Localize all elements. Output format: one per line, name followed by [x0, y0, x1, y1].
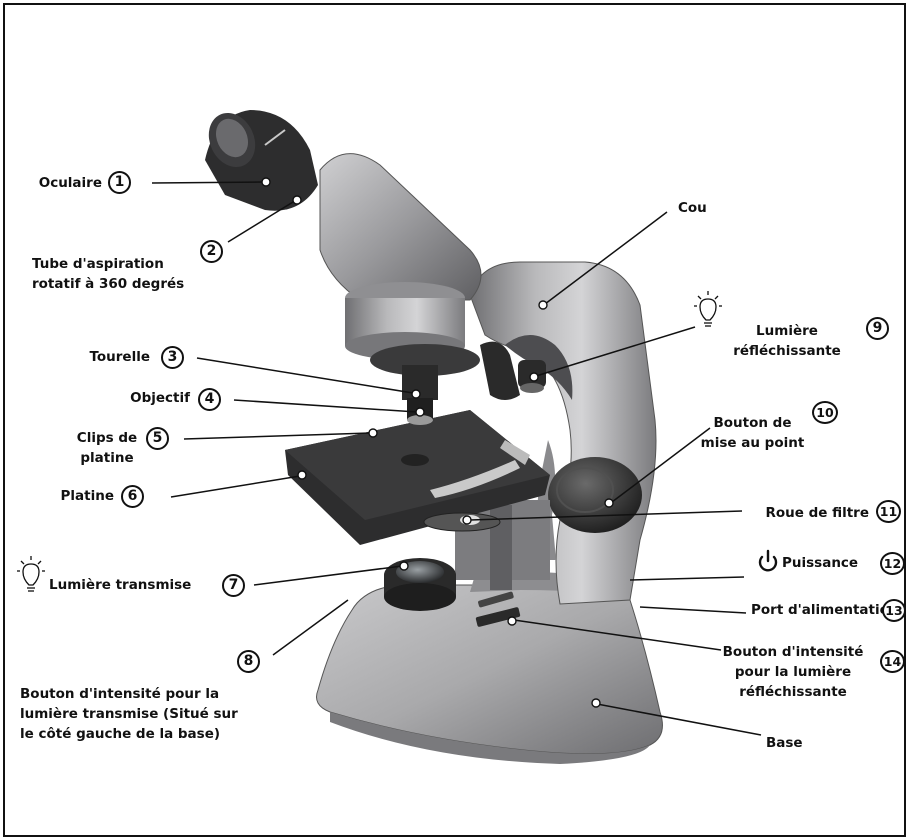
- light-bulb-icon: [694, 291, 722, 326]
- callout-number-5: 5: [146, 427, 169, 450]
- label-port-alimentation: Port d'alimentation: [751, 600, 899, 620]
- callout-number-14: 14: [880, 650, 905, 673]
- callout-number-10: 10: [812, 401, 838, 424]
- filter-wheel: [424, 513, 500, 531]
- callout-number-4: 4: [198, 388, 221, 411]
- callout-number-1: 1: [108, 171, 131, 194]
- callout-number-13: 13: [882, 599, 906, 622]
- callout-number-3: 3: [161, 346, 184, 369]
- microscope-head: [320, 154, 481, 360]
- callout-number-2: 2: [200, 240, 223, 263]
- label-tube-aspiration: Tube d'aspiration rotatif à 360 degrés: [32, 254, 184, 294]
- focus-knob: [548, 457, 642, 533]
- eyepiece: [200, 105, 318, 210]
- label-cou: Cou: [678, 198, 707, 218]
- label-bouton-intensite-transmise: Bouton d'intensité pour la lumière trans…: [20, 684, 238, 744]
- light-bulb-icon: [17, 556, 45, 591]
- label-platine: Platine: [30, 486, 114, 506]
- label-clips-platine: Clips de platine: [62, 428, 152, 468]
- callout-number-12: 12: [880, 552, 905, 575]
- label-lumiere-transmise: Lumière transmise: [49, 575, 191, 595]
- label-puissance: Puissance: [782, 553, 858, 573]
- label-tourelle: Tourelle: [30, 347, 150, 367]
- callout-number-6: 6: [121, 485, 144, 508]
- power-icon: [760, 551, 776, 570]
- label-bouton-mise-au-point: Bouton de mise au point: [695, 413, 810, 453]
- transmitted-light: [384, 558, 456, 611]
- callout-number-8: 8: [237, 650, 260, 673]
- label-base: Base: [766, 733, 803, 753]
- label-roue-filtre: Roue de filtre: [745, 503, 869, 523]
- label-bouton-intensite-reflechissante: Bouton d'intensité pour la lumière réflé…: [713, 642, 873, 702]
- label-oculaire: Oculaire: [20, 173, 102, 193]
- callout-number-11: 11: [876, 500, 901, 523]
- callout-number-9: 9: [866, 317, 889, 340]
- callout-number-7: 7: [222, 574, 245, 597]
- label-objectif: Objectif: [80, 388, 190, 408]
- label-lumiere-reflechissante: Lumière réfléchissante: [722, 321, 852, 361]
